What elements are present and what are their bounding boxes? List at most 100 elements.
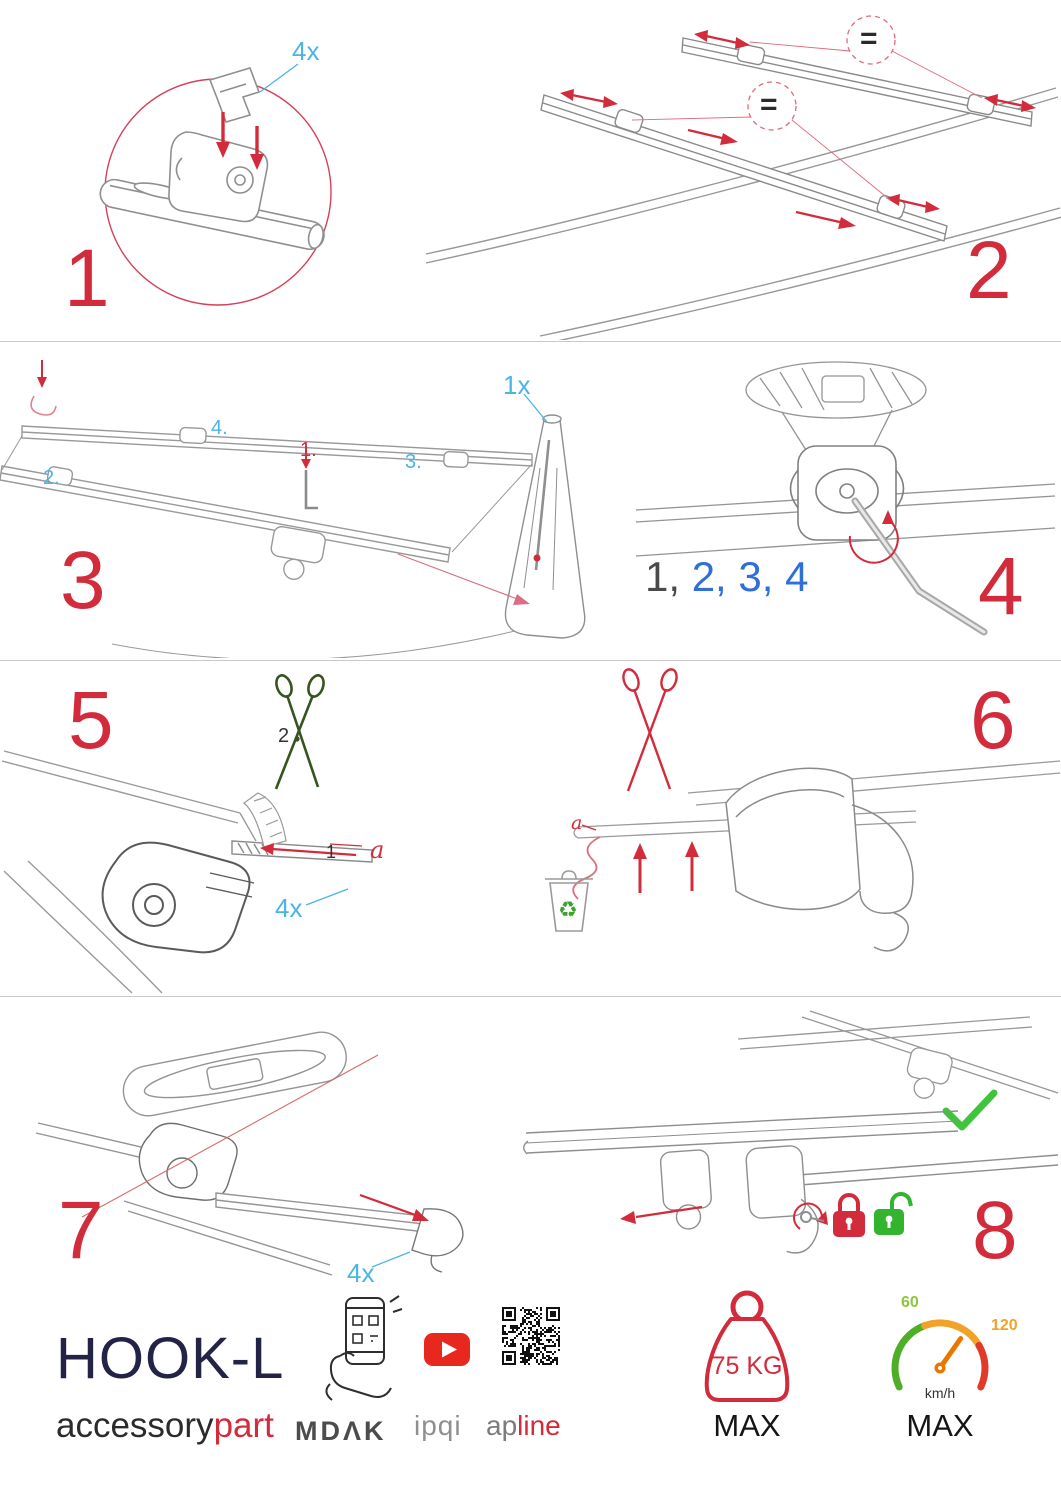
apline-gray-part: ap <box>486 1410 518 1441</box>
step3-illustration <box>0 360 586 658</box>
equal-sign-top: = <box>860 22 878 55</box>
section-divider <box>0 660 1061 661</box>
cap-insert-arrow <box>359 1193 429 1221</box>
leader-to-boot <box>397 553 530 605</box>
step3-substep1-label: 1. <box>300 439 317 461</box>
detail-dot <box>533 554 541 562</box>
pull-arrow <box>260 843 363 857</box>
brand-red-part: part <box>213 1406 274 1445</box>
step3-substep2-label: 2. <box>43 467 60 489</box>
step2-number: 2 <box>966 225 1012 316</box>
speed-high-label: 120 <box>991 1317 1018 1334</box>
step5-mark-a-label: a <box>370 836 385 864</box>
speed-low-label: 60 <box>901 1294 919 1311</box>
strap-cut-area <box>243 792 287 848</box>
brand-logo: accessorypart <box>56 1408 274 1443</box>
qr-code <box>502 1307 560 1365</box>
slide-arrow <box>620 1202 828 1230</box>
section-divider <box>0 341 1061 342</box>
speed-unit-label: km/h <box>924 1385 956 1401</box>
section-divider <box>0 996 1061 997</box>
rotation-arrow <box>848 510 899 564</box>
crossbar-drawing <box>99 67 325 251</box>
step4-number: 4 <box>978 541 1024 632</box>
bar-top-view-drawing <box>35 1031 464 1276</box>
apline-red-part: line <box>517 1410 561 1441</box>
lock-clamps-drawing <box>523 1110 1059 1254</box>
key-icon <box>800 1211 825 1223</box>
equal-sign-mid: = <box>760 88 778 121</box>
mark-a-tick <box>581 824 597 831</box>
scan-qr-phone-icon <box>325 1295 403 1401</box>
qty-leader-line <box>371 1251 411 1268</box>
qty-leader-line <box>523 393 548 423</box>
step5-illustration <box>1 674 373 994</box>
roof-lines <box>1 750 257 994</box>
step5-number: 5 <box>68 675 114 766</box>
clamp-foot-drawing <box>101 841 255 954</box>
step3-substep3-label: 3. <box>405 451 422 473</box>
final-check-drawing <box>737 1010 1059 1100</box>
mdak-logo: MDΛK <box>295 1416 387 1446</box>
step1-illustration <box>99 63 332 306</box>
allen-key-icon <box>304 470 318 510</box>
qty-leader-line <box>305 888 349 906</box>
weight-max-label: MAX <box>713 1408 781 1443</box>
step7-illustration <box>35 1031 464 1276</box>
weight-limit-value: 75 KG <box>711 1352 783 1380</box>
locked-padlock-icon <box>833 1193 865 1237</box>
insert-arrows <box>216 112 264 170</box>
clamp-drawing <box>789 445 905 541</box>
scissors-pivot <box>294 736 300 742</box>
step4-illustration <box>635 361 1056 636</box>
push-up-arrows <box>633 841 699 893</box>
ipqi-logo: ipqi <box>414 1410 462 1441</box>
sequence-rest: 2, 3, 4 <box>680 553 809 600</box>
step6-number: 6 <box>970 675 1016 766</box>
roof-rails-drawing <box>425 87 1061 340</box>
step3-number: 3 <box>60 535 106 626</box>
step2-illustration <box>425 15 1061 340</box>
strap-curl <box>30 395 57 416</box>
step3-substep4-label: 4. <box>211 417 228 439</box>
step5-mark2-label: 2 <box>278 725 290 747</box>
sequence-first: 1, <box>645 553 681 600</box>
step8-number: 8 <box>972 1185 1018 1276</box>
roof-and-bars-drawing <box>0 425 573 658</box>
step7-number: 7 <box>58 1185 104 1276</box>
step5-mark1-label: 1 <box>326 842 337 862</box>
brand-gray-part: accessory <box>56 1406 214 1445</box>
speedometer-needle <box>937 1336 964 1371</box>
measure-arrows <box>560 30 1036 229</box>
apline-logo: apline <box>486 1412 561 1440</box>
unlocked-padlock-icon <box>874 1192 913 1235</box>
step3-qty-label: 1x <box>503 370 531 400</box>
crossbars-drawing <box>540 37 1033 242</box>
step5-qty-label: 4x <box>275 893 303 923</box>
tool-boot-drawing <box>504 414 586 639</box>
youtube-icon <box>424 1333 470 1366</box>
recycle-icon: ♻ <box>558 897 578 922</box>
step3-arrows <box>37 360 311 469</box>
step7-qty-label: 4x <box>347 1258 375 1288</box>
product-name: HOOK-L <box>56 1326 285 1391</box>
checkmark-icon <box>942 1089 998 1131</box>
scissors-icon <box>622 668 678 792</box>
allen-key-icon <box>851 497 988 636</box>
speedometer-icon <box>891 1319 989 1391</box>
step8-illustration <box>523 1010 1059 1254</box>
cover-piece-drawing <box>725 767 914 952</box>
step1-number: 1 <box>64 233 110 324</box>
scissors-icon <box>274 674 325 790</box>
qty-leader-line <box>259 63 299 93</box>
alignment-line <box>81 1054 379 1218</box>
max-weight-icon <box>704 1290 790 1402</box>
cut-strap-curl <box>572 836 601 900</box>
equal-spacing-circles <box>631 15 983 201</box>
step6-illustration: ♻ <box>545 668 1061 952</box>
trash-bin-icon <box>545 870 593 932</box>
step6-mark-a-label: a <box>571 812 583 834</box>
step1-qty-label: 4x <box>292 36 320 66</box>
speed-max-label: MAX <box>906 1408 974 1443</box>
